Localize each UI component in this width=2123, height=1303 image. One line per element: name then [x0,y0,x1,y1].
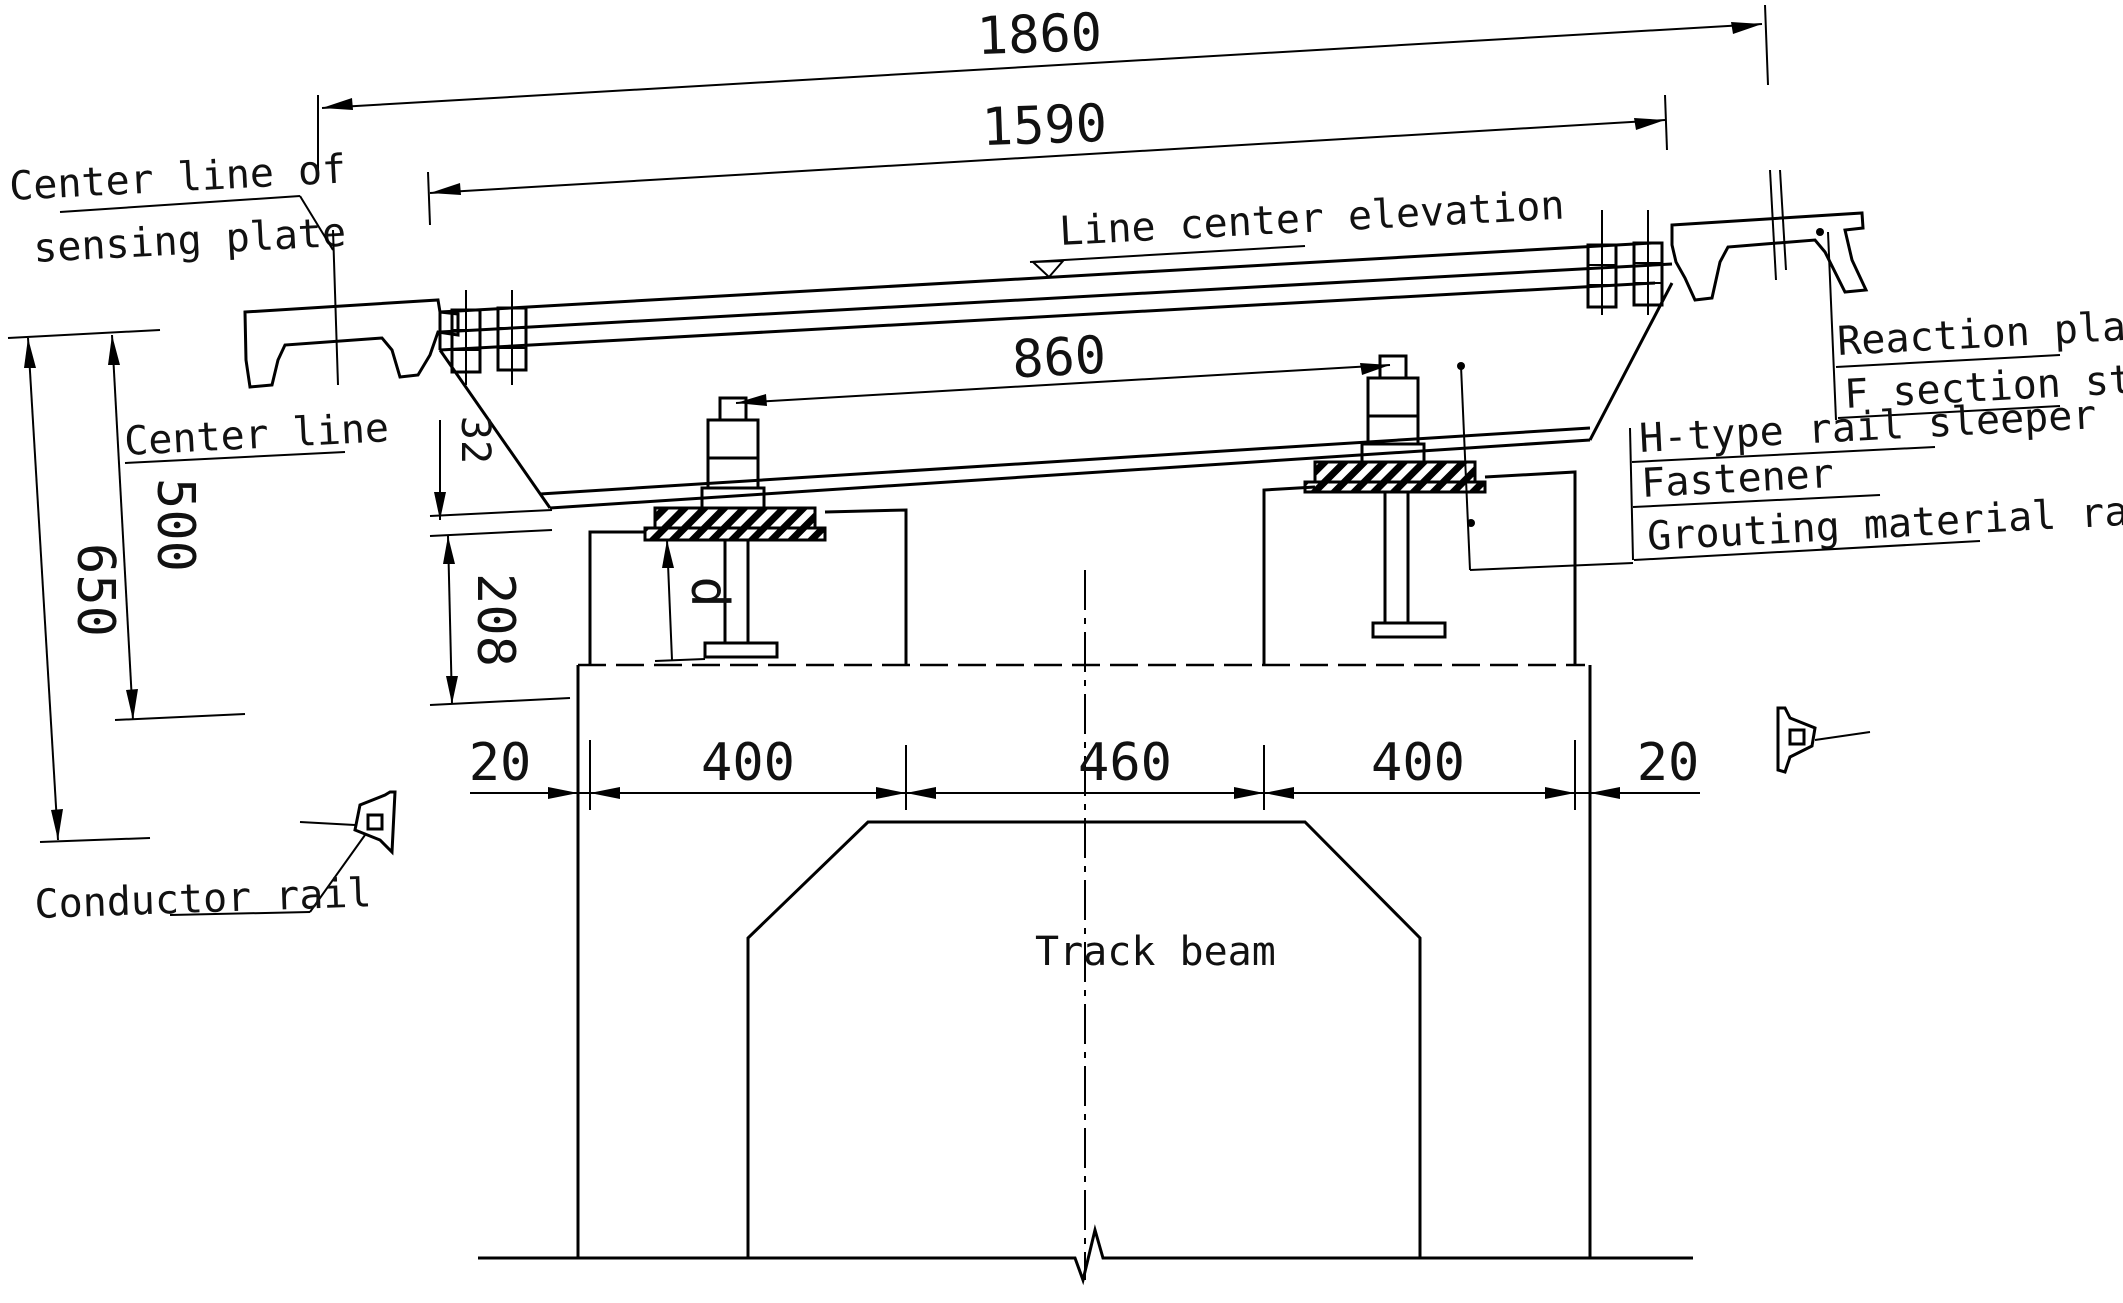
vertical-dimension-500: 500 Center line [108,334,390,721]
track-beam: Track beam [478,665,1693,1286]
dimension-1590-label: 1590 [981,94,1108,158]
dimension-1860-label: 1860 [976,3,1103,67]
reaction-plate-label: Reaction plate [1836,301,2123,365]
dimension-bottom-middle: 460 [1078,733,1172,793]
center-line-of-label-1: Center line of [8,146,347,210]
dimension-inner-width: 1590 [427,94,1668,226]
right-grouting-rail-support [1262,470,1577,665]
h-type-rail-sleeper [438,241,1674,510]
conductor-rail-label: Conductor rail [34,870,373,928]
track-beam-label: Track beam [1035,929,1276,975]
vertical-dimension-d: d [654,539,739,662]
center-line-of-label-2: sensing plate [32,210,347,272]
dimension-bottom-right-support: 400 [1371,733,1465,793]
bottom-dimension-chain: 20 400 460 400 20 [469,733,1700,810]
dimension-bottom-right-edge: 20 [1637,733,1700,793]
right-conductor-rail [1776,706,1871,774]
vertical-dimension-208: 208 [429,535,571,706]
line-center-elevation-label: Line center elevation [1058,183,1565,255]
dimension-overall-width: 1860 [317,3,1769,170]
dimension-208-label: 208 [465,573,525,667]
vertical-dimension-650: 650 [7,329,161,843]
dimension-bolt-spacing: 860 [735,326,1391,406]
left-grouting-rail-support [588,508,908,665]
left-sleeper-bolts [450,290,528,385]
vertical-dimension-32: 32 [429,416,553,537]
right-sleeper-bolts [1586,210,1664,315]
right-callouts: Reaction plate F section steel H-type ra… [1457,228,2123,571]
fastener-label: Fastener [1640,451,1835,507]
dimension-d-label: d [679,576,739,607]
dimension-32-label: 32 [452,416,498,464]
right-center-line [1769,169,1777,281]
right-f-section-steel [1670,211,1869,302]
dimension-bottom-left-support: 400 [701,733,795,793]
dimension-bottom-left-edge: 20 [469,733,532,793]
left-fastener [643,396,827,659]
right-fastener [1303,354,1487,639]
left-f-section-steel [243,298,460,389]
dimension-500-label: 500 [145,478,205,572]
dimension-650-label: 650 [65,543,125,637]
dimension-860-label: 860 [1011,326,1108,391]
center-line-sensing-plate-callout: Center line of sensing plate [8,146,347,386]
left-conductor-rail: Conductor rail [34,790,397,928]
